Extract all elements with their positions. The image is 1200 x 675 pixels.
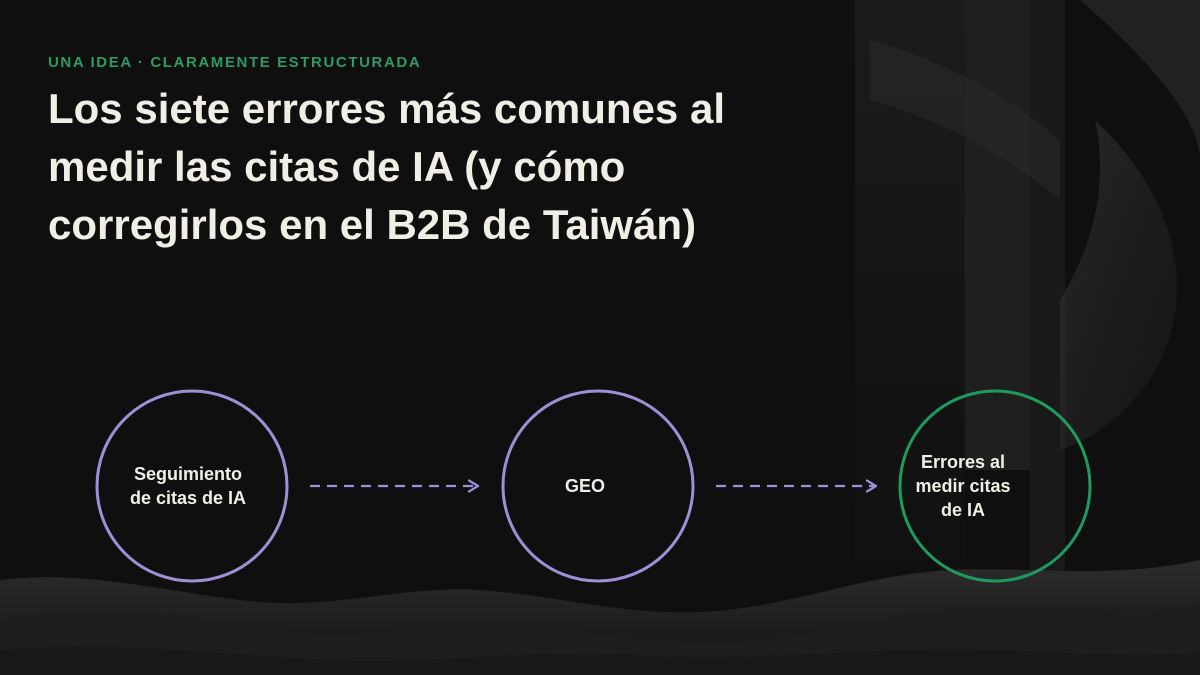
node-label-line: de IA bbox=[941, 500, 985, 520]
flow-node-1: Seguimiento de citas de IA bbox=[95, 389, 289, 583]
node-label: Errores al medir citas de IA bbox=[915, 452, 1010, 520]
flow-node-3: Errores al medir citas de IA bbox=[898, 389, 1092, 583]
node-label: Seguimiento de citas de IA bbox=[130, 464, 246, 508]
page-title: Los siete errores más comunes al medir l… bbox=[48, 85, 725, 248]
eyebrow-label: UNA IDEA · CLARAMENTE ESTRUCTURADA bbox=[48, 54, 422, 71]
node-label-line: GEO bbox=[565, 476, 605, 496]
node-circle bbox=[898, 389, 1092, 583]
node-label-line: medir citas bbox=[915, 476, 1010, 496]
node-circle bbox=[95, 389, 289, 583]
node-label-line: Errores al bbox=[921, 452, 1005, 472]
flow-node-2: GEO bbox=[501, 389, 695, 583]
node-label: GEO bbox=[565, 476, 605, 496]
node-circle bbox=[501, 389, 695, 583]
node-label-line: Seguimiento bbox=[134, 464, 242, 484]
node-label-line: de citas de IA bbox=[130, 488, 246, 508]
